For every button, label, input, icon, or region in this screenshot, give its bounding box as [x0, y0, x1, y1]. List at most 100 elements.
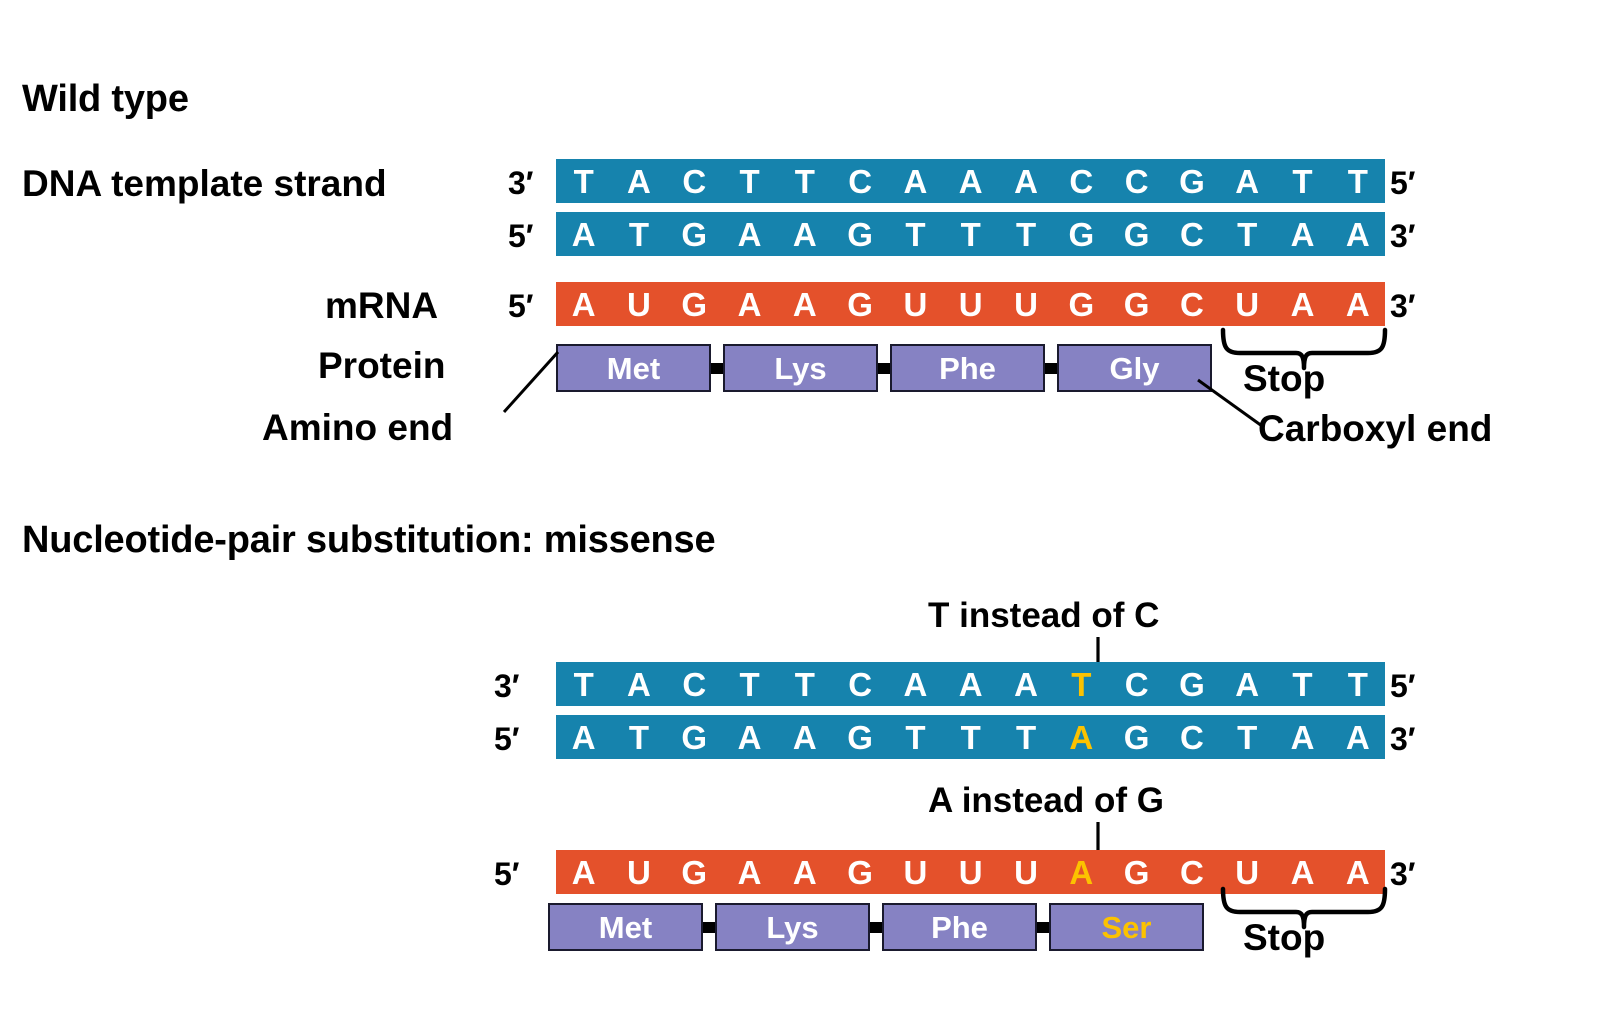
panel-title-wild-type: Wild type	[22, 78, 189, 120]
dna-mutation-callout: T instead of C	[928, 596, 1160, 635]
wt-dna-template-base-11: G	[1179, 162, 1205, 200]
mrna-mutation-callout: A instead of G	[928, 781, 1164, 820]
wt-peptide-bond-1	[711, 362, 723, 374]
wt-mrna-base-12: U	[1235, 285, 1260, 323]
wt-dna-template-base-12: A	[1235, 162, 1260, 200]
wt-dna-coding-base-12: T	[1237, 215, 1258, 253]
mut-dna-template-right-end: 5′	[1390, 668, 1416, 704]
mut-dna-coding-base-10: G	[1123, 718, 1150, 756]
mut-mrna-base-8: U	[1014, 853, 1038, 891]
mut-dna-template-base-7: A	[958, 665, 983, 703]
mut-dna-template-base-14: T	[1347, 665, 1368, 703]
mut-dna-template-base-11: G	[1179, 665, 1205, 703]
amino-end-leader-line	[502, 350, 560, 414]
mut-dna-coding-base-1: T	[628, 718, 650, 756]
mut-mrna-base-0: A	[571, 853, 596, 891]
mut-dna-template-left-end: 3′	[494, 668, 520, 704]
wt-amino-acid-gly: Gly	[1057, 344, 1212, 392]
wt-dna-template-base-9: C	[1069, 162, 1094, 200]
mut-dna-coding-base-6: T	[905, 718, 926, 756]
mut-mrna-left-end: 5′	[494, 856, 520, 892]
mut-peptide-bond-3	[1037, 921, 1049, 933]
wt-mrna-base-0: A	[571, 285, 596, 323]
wt-dna-coding-base-3: A	[737, 215, 762, 253]
mut-dna-coding-base-0: A	[571, 718, 596, 756]
mut-dna-template-base-5: C	[848, 665, 873, 703]
wt-dna-coding-base-8: T	[1015, 215, 1037, 253]
mut-dna-template-base-3: T	[739, 665, 760, 703]
wt-dna-template-base-14: T	[1347, 162, 1368, 200]
wt-mrna-base-13: A	[1290, 285, 1315, 323]
mut-dna-coding-base-5: G	[847, 718, 873, 756]
wt-dna-coding-base-9: G	[1068, 215, 1095, 253]
wt-mrna-base-14: A	[1345, 285, 1370, 323]
wt-dna-template-base-7: A	[958, 162, 983, 200]
wt-mrna-base-6: U	[903, 285, 928, 323]
label-protein: Protein	[318, 345, 446, 386]
carboxyl-end-leader-line	[1197, 378, 1263, 428]
mut-dna-coding-base-11: C	[1179, 718, 1204, 756]
wt-dna-coding-left-end: 5′	[508, 218, 534, 254]
wt-dna-template-right-end: 5′	[1390, 165, 1416, 201]
mut-amino-acid-phe: Phe	[882, 903, 1037, 951]
wt-dna-template-base-3: T	[739, 162, 760, 200]
wt-dna-template-base-6: A	[903, 162, 928, 200]
label-carboxyl-end: Carboxyl end	[1258, 408, 1493, 449]
wt-mrna-base-8: U	[1014, 285, 1038, 323]
wt-dna-coding-base-1: T	[628, 215, 650, 253]
mut-dna-coding-base-2: G	[681, 718, 708, 756]
mut-dna-template-base-12: A	[1235, 665, 1260, 703]
mut-dna-template-base-8: A	[1014, 665, 1038, 703]
mut-dna-coding-base-9: A	[1069, 718, 1094, 756]
wt-peptide-bond-3	[1045, 362, 1057, 374]
label-amino-end: Amino end	[262, 407, 454, 448]
wt-mrna-right-end: 3′	[1390, 288, 1416, 324]
mut-dna-coding-base-14: A	[1345, 718, 1370, 756]
wt-dna-template-base-13: T	[1292, 162, 1313, 200]
mut-dna-template-base-4: T	[794, 665, 815, 703]
mut-mrna-base-13: A	[1290, 853, 1315, 891]
mut-dna-coding-base-4: A	[792, 718, 817, 756]
mut-mrna-base-5: G	[847, 853, 873, 891]
label-mrna: mRNA	[325, 285, 439, 326]
wt-dna-coding-base-13: A	[1290, 215, 1315, 253]
wt-mrna-base-2: G	[681, 285, 708, 323]
mut-dna-template-base-13: T	[1292, 665, 1313, 703]
mut-mrna-base-6: U	[903, 853, 928, 891]
mut-dna-coding-base-3: A	[737, 718, 762, 756]
wt-dna-template-base-4: T	[794, 162, 815, 200]
mut-mrna-base-11: C	[1179, 853, 1204, 891]
mrna-mutation-tick	[1096, 822, 1100, 854]
wt-dna-template-left-end: 3′	[508, 165, 534, 201]
wt-amino-acid-phe: Phe	[890, 344, 1045, 392]
wt-dna-coding-right-end: 3′	[1390, 218, 1416, 254]
wt-mrna-base-11: C	[1179, 285, 1204, 323]
wt-dna-template-base-8: A	[1014, 162, 1038, 200]
mut-dna-coding-left-end: 5′	[494, 721, 520, 757]
mut-mrna-base-4: A	[792, 853, 817, 891]
wt-amino-acid-met: Met	[556, 344, 711, 392]
mut-dna-template-base-1: A	[627, 665, 651, 703]
wt-dna-coding-base-10: G	[1123, 215, 1150, 253]
wt-mrna-base-10: G	[1123, 285, 1150, 323]
mut-peptide-bond-1	[703, 921, 715, 933]
mut-dna-template-base-10: C	[1124, 665, 1149, 703]
wt-amino-acid-lys: Lys	[723, 344, 878, 392]
wt-mrna-base-3: A	[737, 285, 762, 323]
wt-dna-coding-base-5: G	[847, 215, 873, 253]
mut-stop-brace	[1220, 886, 1388, 930]
wt-stop-label: Stop	[1243, 358, 1326, 399]
mut-mrna-base-10: G	[1123, 853, 1150, 891]
panel-title-missense: Nucleotide-pair substitution: missense	[22, 519, 716, 561]
mut-mrna-base-9: A	[1069, 853, 1094, 891]
mut-stop-label: Stop	[1243, 917, 1326, 958]
mut-dna-template-base-0: T	[573, 665, 594, 703]
mut-dna-template-base-9: T	[1071, 665, 1092, 703]
wt-dna-coding-base-0: A	[571, 215, 596, 253]
wt-dna-template-base-2: C	[682, 162, 707, 200]
label-dna-template-strand: DNA template strand	[22, 163, 387, 204]
wt-dna-template-base-10: C	[1124, 162, 1149, 200]
